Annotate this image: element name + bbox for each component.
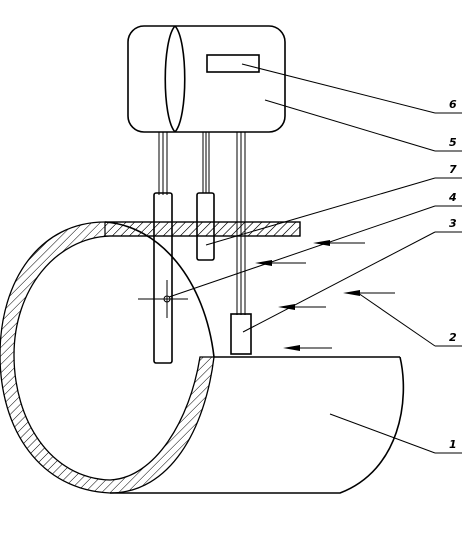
leader-lines [168,63,462,454]
sensor-probe-short [196,192,215,261]
electronics-housing [127,25,286,133]
callout-2: 2 [449,331,457,344]
flow-arrow-icon [283,345,332,351]
callout-7: 7 [449,163,457,176]
display-window [206,54,260,73]
flow-arrow-icon [278,304,326,310]
callout-4: 4 [448,191,457,204]
callout-3: 3 [449,217,457,230]
mounting-flange [104,221,301,237]
flow-arrows [255,240,395,351]
flow-arrow-icon [343,290,395,296]
pipe-body [104,221,405,494]
sensor-probe-long [138,192,188,364]
callout-1: 1 [449,438,457,451]
callout-5: 5 [449,136,457,149]
probe-rods [158,132,246,315]
callout-6: 6 [449,98,457,111]
sensor-probe-bottom [230,313,252,355]
